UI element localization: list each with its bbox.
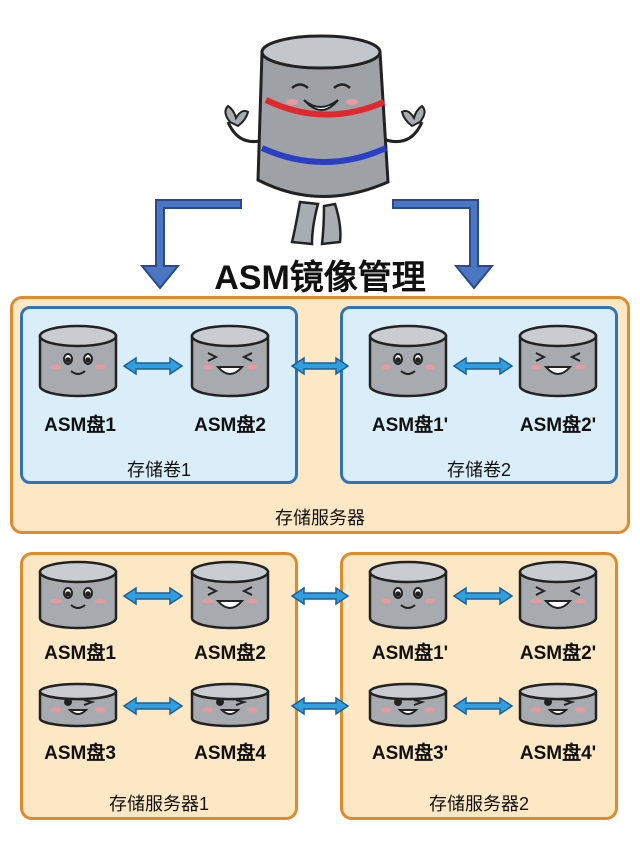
flow-arrow-left <box>139 199 242 290</box>
page-title: ASM镜像管理 <box>214 259 426 297</box>
replication-arrow-icon <box>290 696 350 716</box>
disk-icon <box>38 324 118 398</box>
disk-icon <box>190 560 270 630</box>
server-label: 存储服务器 <box>275 508 365 528</box>
flow-arrow-right <box>392 199 495 290</box>
mirror-arrow-icon <box>452 586 514 606</box>
disk-label: ASM盘2' <box>519 643 597 664</box>
volume-label: 存储卷2 <box>446 460 511 480</box>
replication-arrow-icon <box>290 356 350 376</box>
disk-label: ASM盘1' <box>371 415 449 436</box>
disk-icon <box>368 682 448 728</box>
server-label: 存储服务器1 <box>108 794 209 814</box>
disk-label: ASM盘4 <box>194 743 266 764</box>
mirror-arrow-icon <box>122 586 184 606</box>
disk-icon <box>518 560 598 630</box>
disk-label: ASM盘1 <box>44 643 116 664</box>
disk-icon <box>518 324 598 398</box>
disk-icon <box>190 324 270 398</box>
mirror-arrow-icon <box>452 356 514 376</box>
disk-label: ASM盘3 <box>44 743 116 764</box>
disk-label: ASM盘1 <box>44 415 116 436</box>
disk-icon <box>190 682 270 728</box>
volume-label: 存储卷1 <box>126 460 191 480</box>
disk-label: ASM盘3' <box>371 743 449 764</box>
disk-icon <box>38 560 118 630</box>
disk-label: ASM盘4' <box>519 743 597 764</box>
disk-icon <box>368 324 448 398</box>
server-label: 存储服务器2 <box>428 794 529 814</box>
disk-icon <box>38 682 118 728</box>
mirror-arrow-icon <box>122 696 184 716</box>
mirror-arrow-icon <box>452 696 514 716</box>
disk-label: ASM盘1' <box>371 643 449 664</box>
disk-label: ASM盘2' <box>519 415 597 436</box>
mirror-arrow-icon <box>122 356 184 376</box>
cylinder-mascot-icon <box>224 34 426 246</box>
disk-label: ASM盘2 <box>194 415 266 436</box>
replication-arrow-icon <box>290 586 350 606</box>
disk-label: ASM盘2 <box>194 643 266 664</box>
disk-icon <box>368 560 448 630</box>
disk-icon <box>518 682 598 728</box>
